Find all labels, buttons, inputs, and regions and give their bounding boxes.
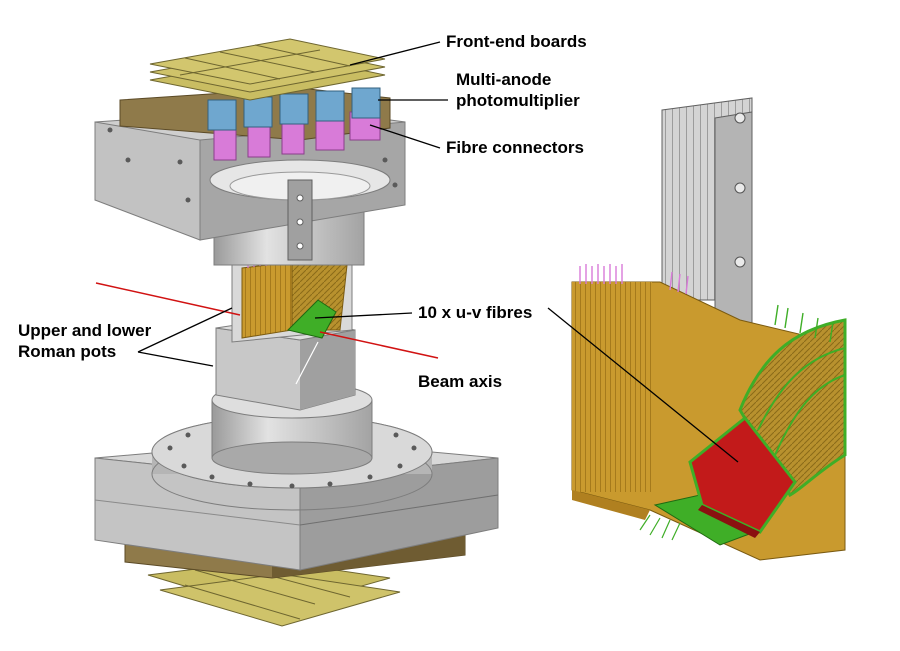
- leader-lines: [137, 41, 739, 463]
- label-uv-fibres: 10 x u-v fibres: [418, 303, 533, 322]
- label-photomultiplier: photomultiplier: [456, 91, 580, 110]
- left-assembly: [94, 38, 499, 627]
- right-detector-zoom: [571, 97, 847, 561]
- label-fibre-connectors: Fibre connectors: [446, 138, 584, 157]
- label-roman-pots: Roman pots: [18, 342, 117, 361]
- upper-roman-pot: [231, 248, 353, 343]
- fibre-connectors: [213, 111, 381, 161]
- top-boards: [149, 38, 386, 101]
- label-beam-axis: Beam axis: [418, 372, 503, 391]
- photomultipliers: [207, 87, 381, 131]
- label-front-end-boards: Front-end boards: [446, 32, 587, 51]
- beam-axis-line: [95, 282, 439, 385]
- label-multi-anode: Multi-anode: [456, 70, 552, 89]
- label-upper-lower: Upper and lower: [18, 321, 152, 340]
- lower-cylinder: [211, 381, 373, 475]
